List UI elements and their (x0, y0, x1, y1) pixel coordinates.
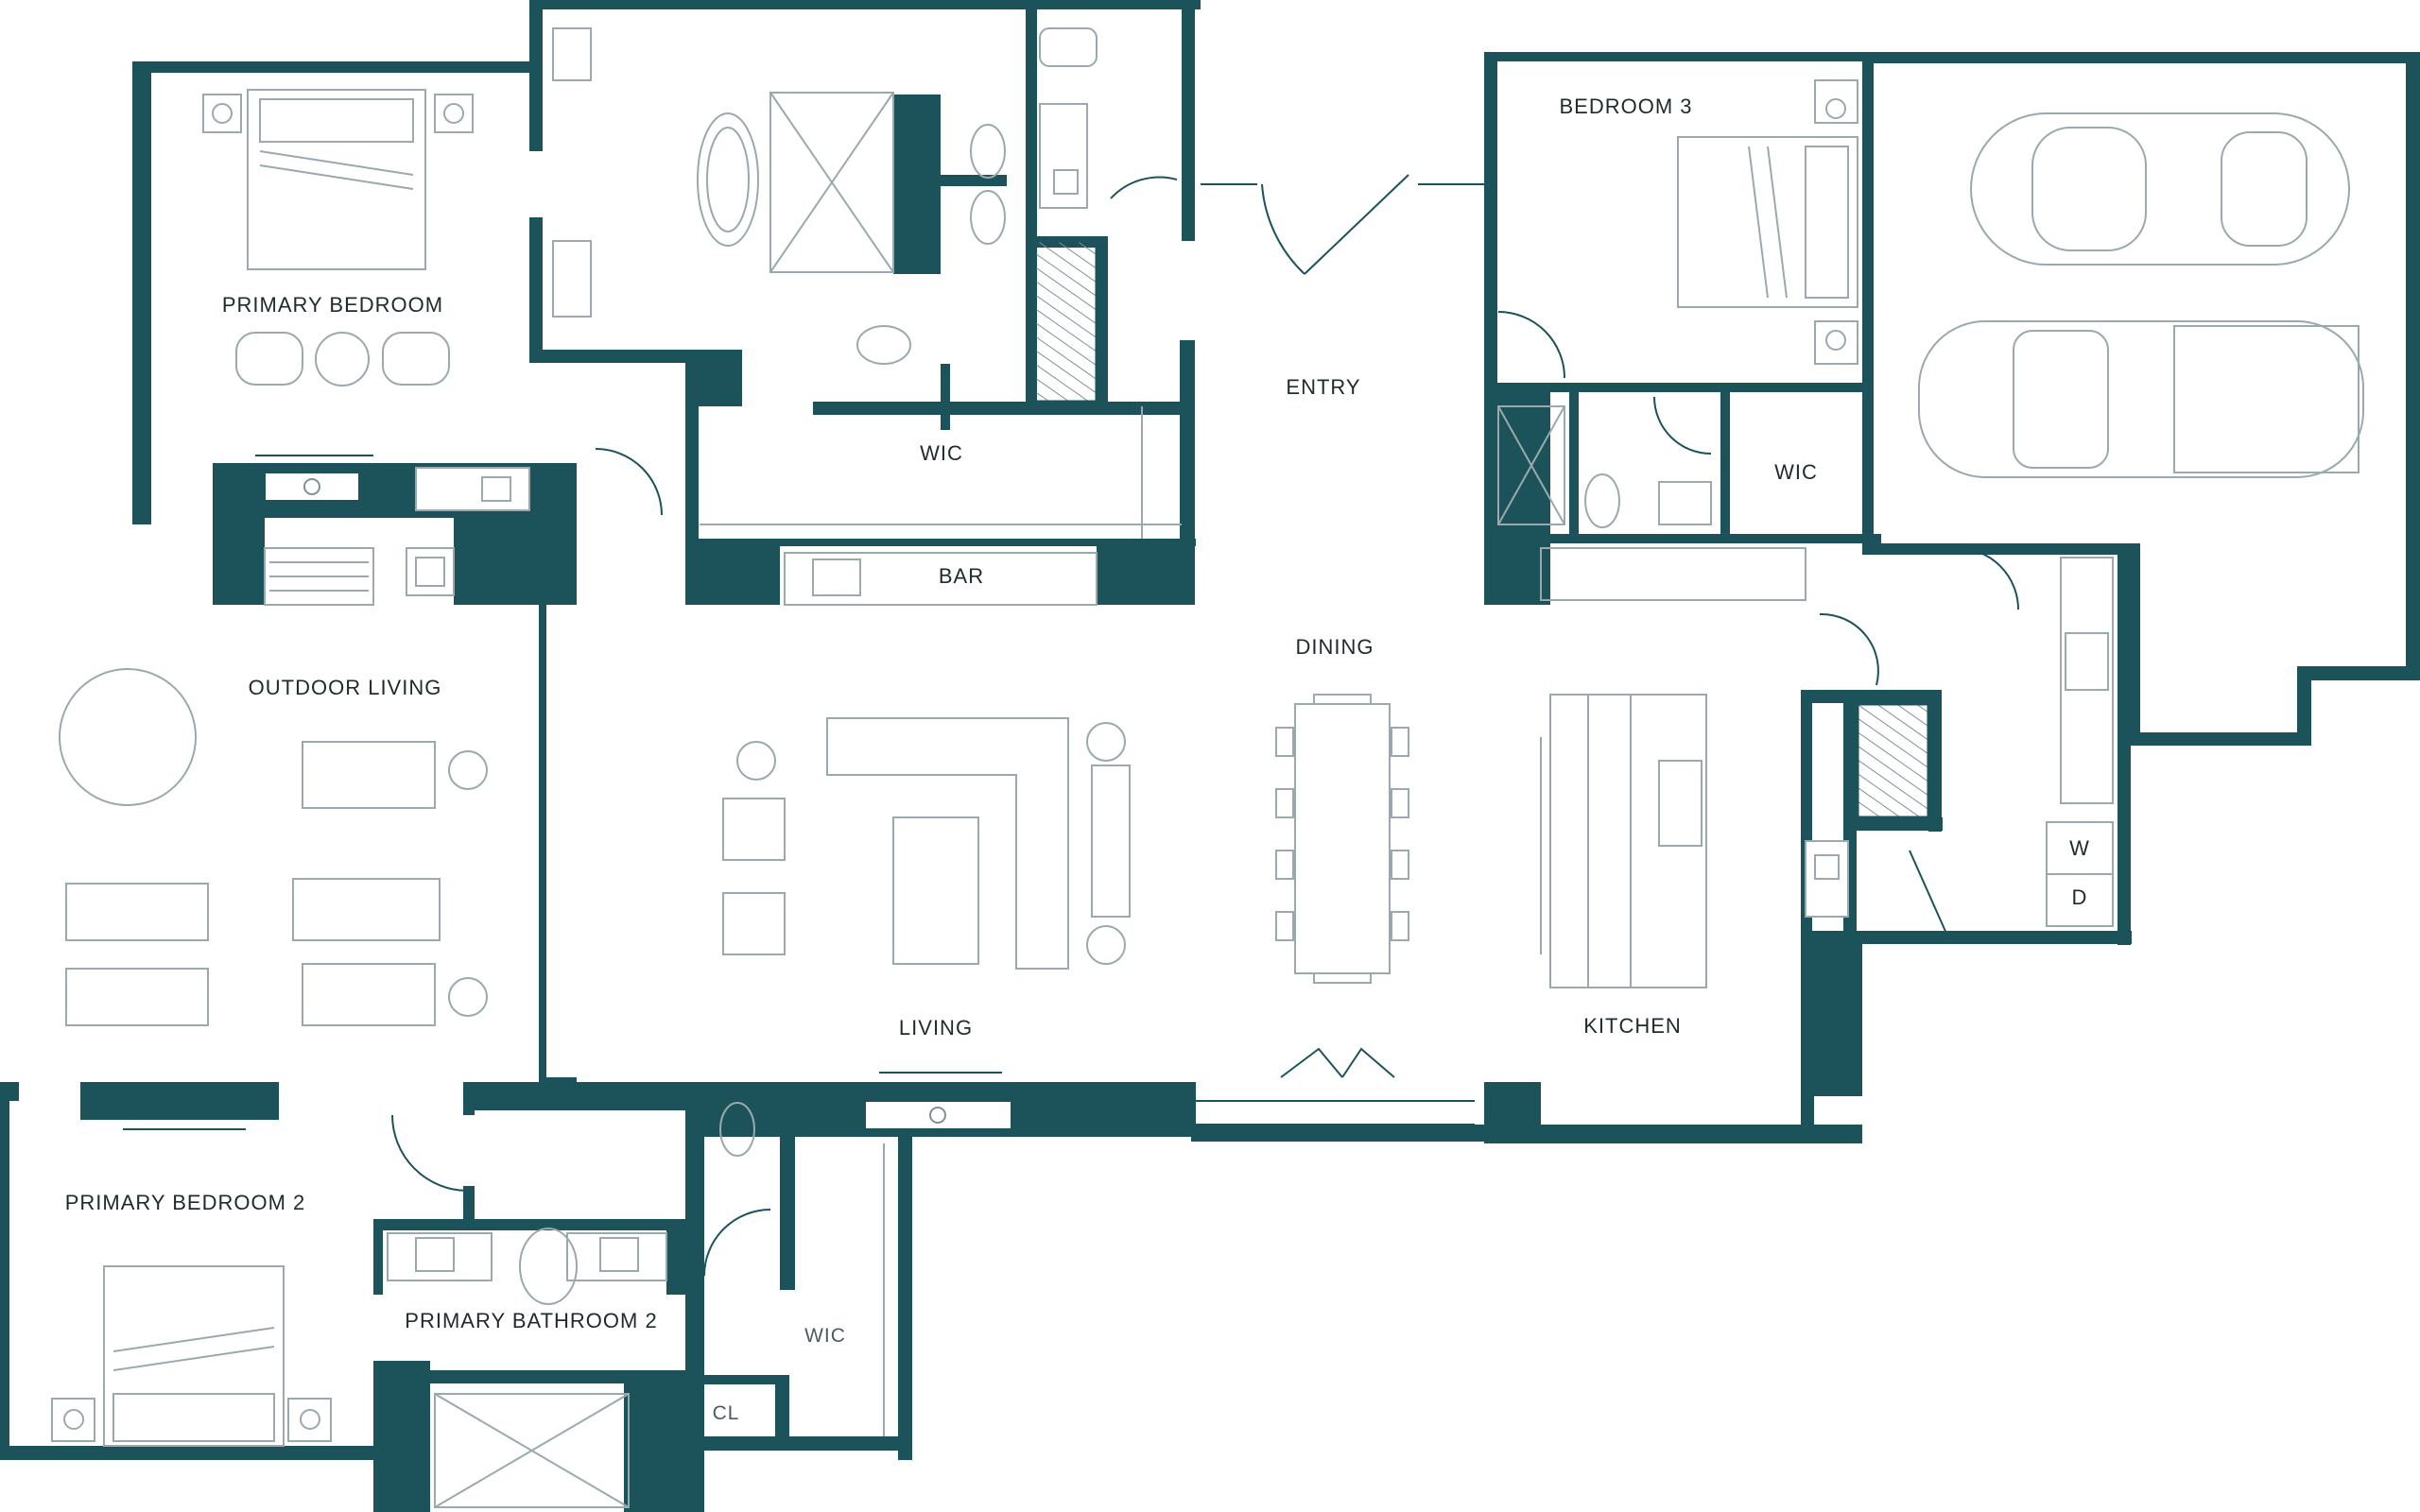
label-wic-bedroom-3: WIC (1774, 460, 1818, 484)
label-bedroom-3: BEDROOM 3 (1559, 94, 1692, 118)
label-bar: BAR (939, 564, 984, 588)
kitchen-fixtures (1540, 694, 1948, 988)
label-wic-top: WIC (920, 441, 963, 465)
living-furniture (722, 717, 1475, 1130)
primary-bedroom2-furniture (51, 1114, 469, 1452)
label-living: LIVING (899, 1016, 973, 1040)
chase-shafts (1033, 239, 1930, 819)
garage-cars (1918, 112, 2364, 478)
label-entry: ENTRY (1286, 375, 1360, 399)
entry-doors (595, 174, 1712, 516)
label-primary-bathroom-2: PRIMARY BATHROOM 2 (405, 1309, 657, 1332)
laundry-fixtures (1819, 547, 2114, 927)
label-primary-bedroom-2: PRIMARY BEDROOM 2 (65, 1191, 306, 1214)
label-kitchen: KITCHEN (1583, 1014, 1682, 1038)
outdoor-living-furniture (59, 668, 488, 1026)
bedroom3-furniture (1497, 79, 1858, 601)
wic-top-shelving (700, 406, 1182, 606)
label-primary-bedroom: PRIMARY BEDROOM (222, 293, 443, 317)
primary-bath2-fixtures (387, 1102, 885, 1508)
primary-bath-fixtures (552, 27, 1098, 365)
primary-bedroom-furniture (137, 63, 530, 606)
label-outdoor-living: OUTDOOR LIVING (249, 676, 442, 699)
label-closet: CL (713, 1402, 740, 1424)
label-wic-bottom: WIC (804, 1325, 846, 1347)
room-labels: PRIMARY BEDROOM WIC BAR ENTRY BEDROOM 3 … (65, 94, 2090, 1424)
label-dining: DINING (1296, 635, 1374, 659)
label-dryer: D (2072, 885, 2088, 909)
label-washer: W (2069, 836, 2090, 860)
dining-table (1275, 694, 1409, 984)
